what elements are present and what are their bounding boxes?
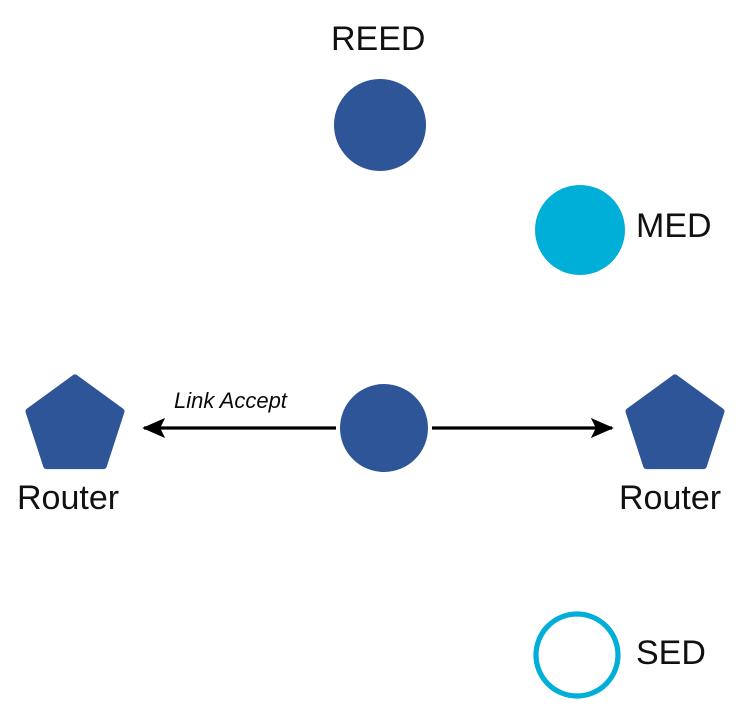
node-leader[interactable] <box>340 384 428 472</box>
node-router-left[interactable] <box>25 374 125 470</box>
node-reed[interactable] <box>334 79 426 171</box>
node-router-right[interactable] <box>625 374 725 470</box>
node-med[interactable] <box>535 185 625 275</box>
node-label-med: MED <box>636 207 712 245</box>
node-label-sed: SED <box>636 634 706 672</box>
node-group <box>25 79 725 699</box>
node-label-router-right: Router <box>619 479 722 517</box>
node-label-router-left: Router <box>17 479 120 517</box>
node-sed[interactable] <box>533 611 621 699</box>
edge-label-link-accept: Link Accept <box>174 388 287 413</box>
node-label-reed: REED <box>331 20 426 58</box>
